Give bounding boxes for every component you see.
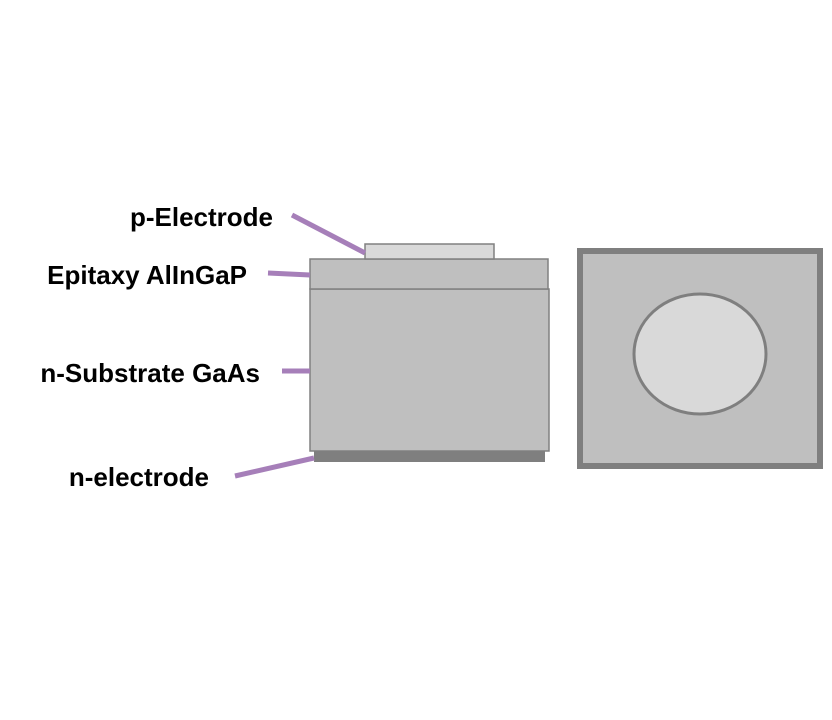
leader-n-electrode bbox=[234, 455, 315, 479]
leader-epitaxy bbox=[267, 270, 311, 278]
epitaxy-layer bbox=[309, 258, 549, 290]
p-electrode-layer bbox=[364, 243, 495, 260]
n-electrode-layer bbox=[314, 451, 545, 462]
substrate-layer bbox=[309, 288, 550, 452]
label-epitaxy: Epitaxy AlInGaP bbox=[47, 260, 247, 290]
label-p-electrode: p-Electrode bbox=[130, 202, 273, 232]
leader-p-electrode bbox=[290, 212, 367, 256]
label-n-electrode: n-electrode bbox=[69, 462, 209, 492]
label-substrate: n-Substrate GaAs bbox=[40, 358, 260, 388]
top-electrode-pad bbox=[632, 292, 768, 416]
